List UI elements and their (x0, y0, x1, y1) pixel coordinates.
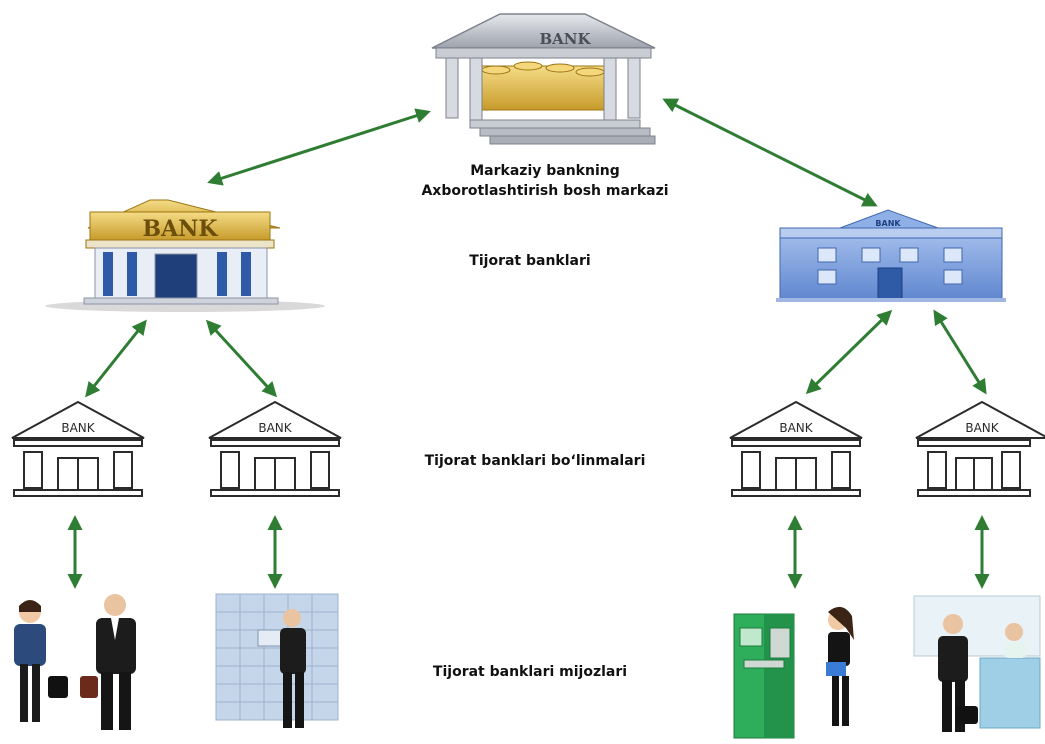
commercial-bank-right-sign: BANK (875, 219, 901, 228)
branch-bank-4-icon: BANK (915, 400, 1045, 497)
branch-bank-2-icon: BANK (208, 400, 342, 497)
commercial-bank-left-icon: BANK (45, 199, 325, 312)
arrow-central-to-right-bank (662, 98, 878, 207)
bank-teller-icon (913, 595, 1041, 732)
central-bank-caption-line2: Axborotlashtirish bosh markazi (421, 183, 669, 199)
branches-caption: Tijorat banklari bo‘linmalari (424, 453, 646, 469)
central-bank-icon: BANK (431, 13, 656, 145)
arrow-left-bank-to-branch-1 (85, 319, 147, 398)
arrow-right-bank-to-branch-4 (933, 309, 987, 395)
commercial-bank-right-icon: BANK (776, 209, 1006, 302)
commercial-banks-caption: Tijorat banklari (469, 253, 591, 269)
gold-coins (477, 61, 609, 111)
central-bank-sign: BANK (539, 30, 591, 48)
clients-caption: Tijorat banklari mijozlari (432, 664, 628, 680)
business-people-icon (14, 594, 136, 730)
safe-deposit-icon (215, 593, 339, 728)
branch-bank-4-sign: BANK (965, 421, 999, 435)
arrow-right-bank-to-branch-3 (805, 309, 893, 395)
branch-bank-1-icon: BANK (11, 400, 145, 497)
branch-bank-1-sign: BANK (61, 421, 95, 435)
branch-bank-3-sign: BANK (779, 421, 813, 435)
commercial-bank-left-sign: BANK (143, 216, 219, 242)
central-bank-caption-line1: Markaziy bankning (470, 163, 620, 179)
arrow-central-to-left-bank (207, 108, 431, 186)
branch-bank-3-icon: BANK (729, 400, 863, 497)
arrow-left-bank-to-branch-2 (205, 319, 278, 398)
central-bank-caption: Markaziy bankning Axborotlashtirish bosh… (420, 161, 670, 201)
arrows (67, 98, 990, 589)
atm-user-icon (733, 606, 854, 739)
branch-bank-2-sign: BANK (258, 421, 292, 435)
